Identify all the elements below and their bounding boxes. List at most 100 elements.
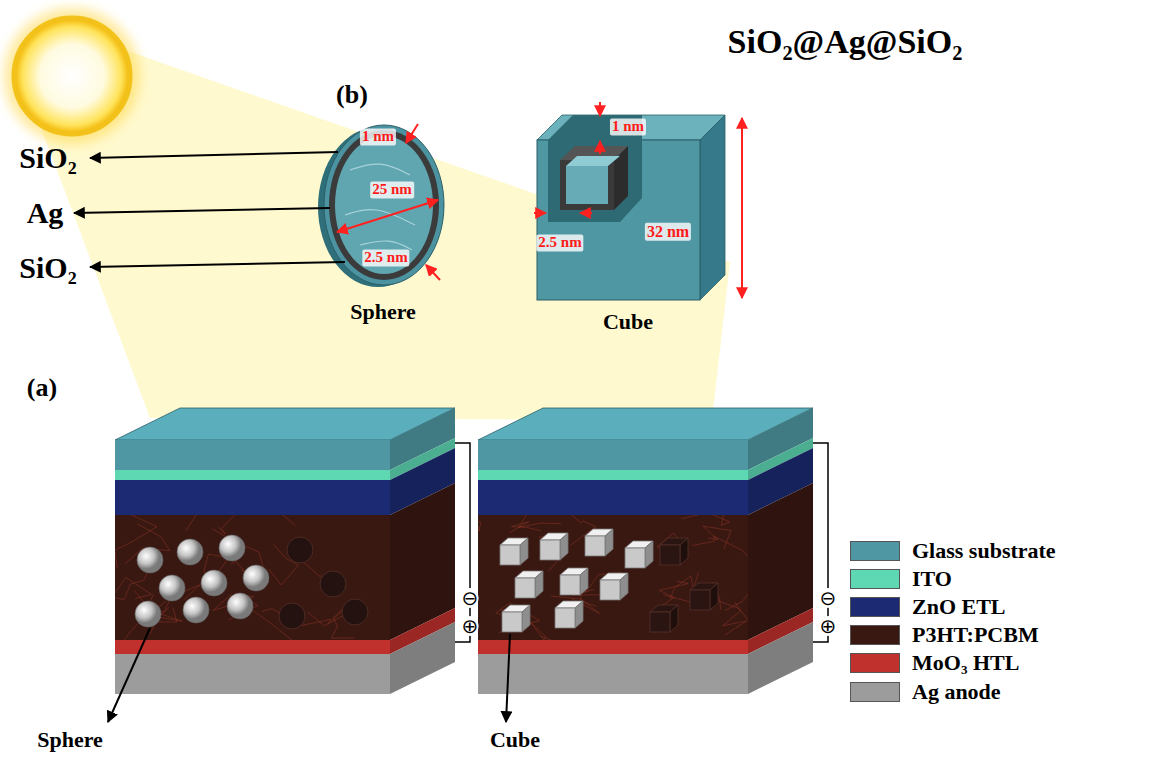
nanocube bbox=[540, 533, 568, 560]
dimension-label: 25 nm bbox=[370, 181, 414, 198]
layer-front bbox=[115, 515, 390, 640]
nanosphere bbox=[137, 547, 163, 573]
blend-texture bbox=[244, 515, 295, 525]
blend-texture bbox=[659, 581, 688, 606]
blend-texture bbox=[681, 515, 729, 525]
cube-front bbox=[690, 590, 710, 610]
panel-label: (b) bbox=[336, 80, 368, 110]
sphere-dimensions bbox=[337, 124, 440, 280]
blend-texture bbox=[519, 515, 561, 527]
blend-texture bbox=[692, 536, 748, 567]
blend-texture bbox=[478, 519, 481, 531]
solar-cell-stack bbox=[95, 408, 470, 694]
pointer-arrow bbox=[74, 208, 330, 213]
cube-side bbox=[522, 605, 530, 632]
particle-caption: Sphere bbox=[37, 727, 103, 752]
cube-side bbox=[645, 541, 653, 568]
light-beam bbox=[40, 50, 730, 420]
cube-side bbox=[535, 571, 543, 598]
nanocube bbox=[500, 538, 528, 565]
blend-texture bbox=[703, 526, 731, 549]
nanosphere bbox=[219, 535, 245, 561]
cube-side bbox=[670, 605, 678, 632]
shape-caption: Cube bbox=[603, 309, 653, 334]
hidden-cube bbox=[690, 583, 718, 610]
inner-silica bbox=[335, 136, 433, 274]
silica-core bbox=[566, 166, 608, 204]
nanocube bbox=[560, 568, 588, 595]
cube-side bbox=[575, 601, 583, 628]
terminal-symbol: ⊖ bbox=[820, 588, 837, 608]
layer-front bbox=[478, 470, 748, 480]
circuit-wire bbox=[813, 443, 828, 642]
nanocube bbox=[555, 601, 583, 628]
sun bbox=[14, 18, 130, 134]
layer-label: SiO₂ bbox=[19, 251, 76, 286]
dimension-arrow bbox=[337, 200, 438, 232]
dimension-label: 32 nm bbox=[645, 223, 691, 241]
hidden-sphere bbox=[279, 603, 305, 629]
circuit-wire bbox=[455, 443, 470, 642]
panel-label: (a) bbox=[27, 373, 57, 403]
layer-pointers bbox=[74, 152, 345, 267]
dimension-arrow bbox=[580, 212, 592, 214]
pointer-arrow bbox=[108, 628, 150, 722]
layer-front bbox=[478, 515, 748, 640]
nanocube bbox=[515, 571, 543, 598]
blend-texture bbox=[150, 515, 197, 531]
blend-texture bbox=[115, 569, 150, 600]
cube-front bbox=[585, 536, 605, 556]
nanosphere bbox=[177, 539, 203, 565]
legend-label: Glass substrate bbox=[912, 538, 1056, 563]
layer-front bbox=[115, 640, 390, 654]
dimension-arrow bbox=[426, 265, 440, 280]
blend-texture bbox=[115, 577, 151, 598]
layer-front bbox=[478, 480, 748, 515]
silver-side bbox=[614, 146, 628, 210]
legend-swatch bbox=[850, 653, 900, 673]
blend-texture bbox=[478, 515, 748, 640]
pointer-arrow bbox=[506, 634, 510, 722]
legend-swatch bbox=[850, 569, 900, 589]
legend-label: MoO₃ HTL bbox=[912, 650, 1019, 675]
terminal-symbol: ⊕ bbox=[462, 616, 479, 636]
silver-shell bbox=[560, 160, 614, 210]
cube-side bbox=[700, 115, 725, 300]
pointer-arrow bbox=[90, 262, 345, 267]
nanosphere bbox=[201, 570, 227, 596]
legend-label: P3HT:PCBM bbox=[912, 622, 1039, 647]
legend-swatch bbox=[850, 682, 900, 702]
layer-front bbox=[115, 654, 390, 694]
cube-dimensions bbox=[534, 102, 742, 298]
nanocube bbox=[585, 529, 613, 556]
cube-side bbox=[560, 533, 568, 560]
nanocube bbox=[625, 541, 653, 568]
blend-texture bbox=[219, 515, 243, 534]
silver-shell bbox=[329, 130, 439, 280]
layer-label: Ag bbox=[27, 196, 64, 231]
sun-light bbox=[4, 8, 730, 420]
layer-front bbox=[478, 654, 748, 694]
hidden-sphere bbox=[342, 599, 368, 625]
legend-swatch bbox=[850, 597, 900, 617]
layer-front bbox=[115, 480, 390, 515]
dimension-arrow bbox=[534, 212, 546, 214]
terminal-symbol: ⊖ bbox=[462, 588, 479, 608]
blend-texture bbox=[725, 569, 748, 611]
particle-pointers bbox=[108, 628, 510, 722]
nanocube bbox=[502, 605, 530, 632]
layer-side bbox=[390, 622, 455, 694]
cube-front bbox=[502, 612, 522, 632]
dimension-label: 1 nm bbox=[610, 118, 646, 135]
outer-silica bbox=[324, 125, 444, 285]
legend-swatch bbox=[850, 541, 900, 561]
cube-side bbox=[520, 538, 528, 565]
dimension-label: 2.5 nm bbox=[536, 234, 583, 251]
layer-side bbox=[748, 622, 813, 694]
sun-glow bbox=[4, 8, 140, 144]
cube-side bbox=[620, 573, 628, 600]
nanosphere bbox=[135, 601, 161, 627]
solar-cell-stack bbox=[460, 408, 828, 694]
